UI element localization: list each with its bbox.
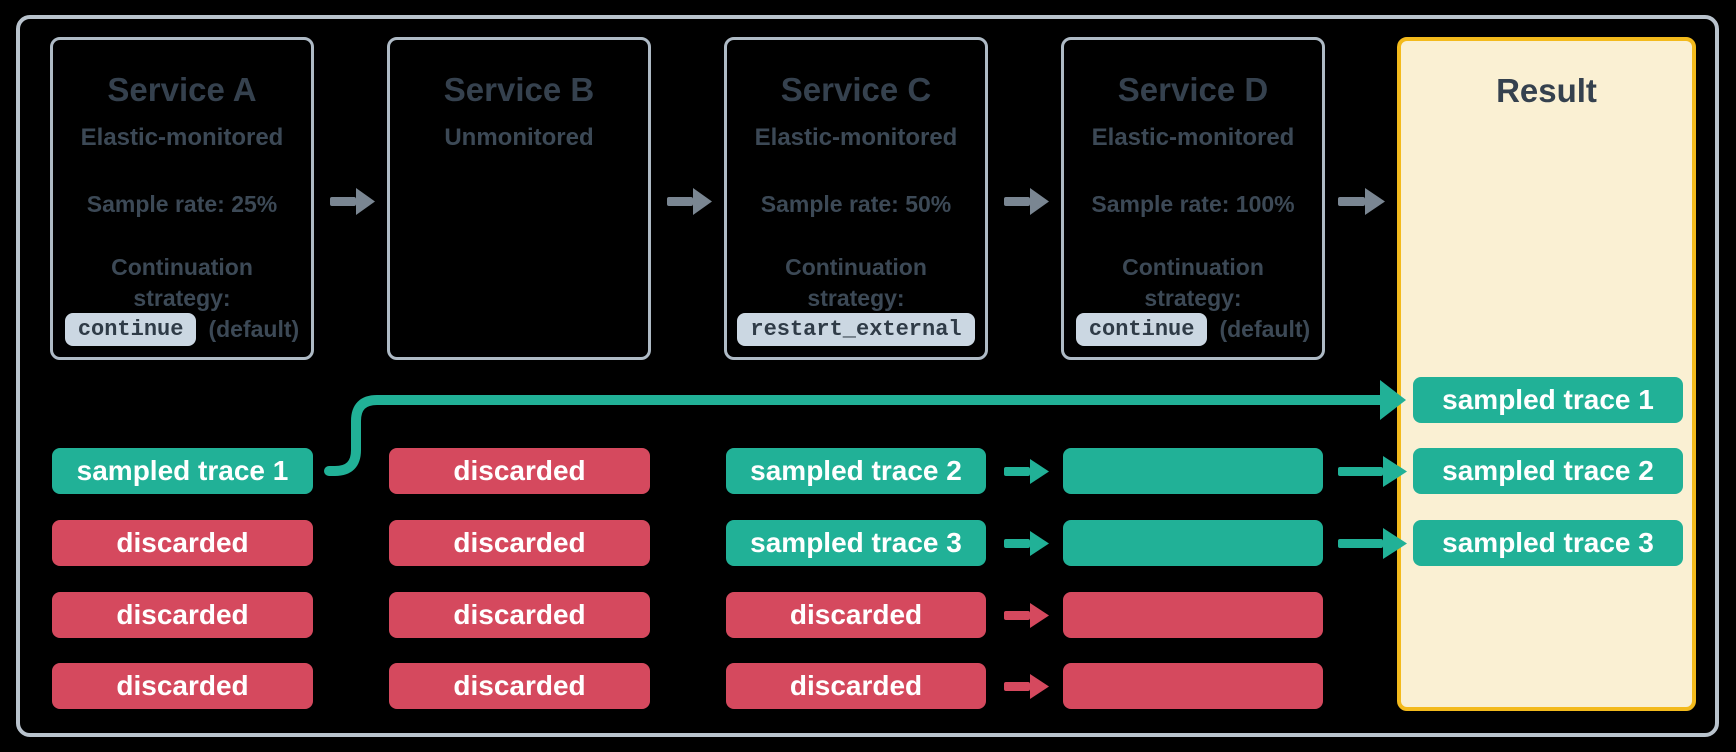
trace-pill-b-discarded: discarded xyxy=(389,520,650,566)
trace-pill-c-discarded: discarded xyxy=(726,663,986,709)
trace-pill-c-sampled-3: sampled trace 3 xyxy=(726,520,986,566)
trace-pill-c-sampled-2: sampled trace 2 xyxy=(726,448,986,494)
trace-pill-a-discarded: discarded xyxy=(52,663,313,709)
trace-pill-d-discarded xyxy=(1063,663,1323,709)
service-b-box: Service B Unmonitored xyxy=(387,37,651,360)
service-c-subtitle: Elastic-monitored xyxy=(754,124,958,151)
service-c-sample-rate: Sample rate: 50% xyxy=(760,191,952,217)
service-d-sample-rate: Sample rate: 100% xyxy=(1091,191,1295,217)
trace-pill-b-discarded: discarded xyxy=(389,592,650,638)
service-a-strategy-code: continue xyxy=(64,313,197,346)
result-pill-sampled-2: sampled trace 2 xyxy=(1413,448,1683,494)
trace-pill-d-discarded xyxy=(1063,592,1323,638)
service-d-strategy-code: continue xyxy=(1075,313,1208,346)
result-title: Result xyxy=(1496,72,1597,109)
service-c-continuation-label: Continuation strategy: xyxy=(785,254,927,311)
trace-pill-b-discarded: discarded xyxy=(389,663,650,709)
service-a-subtitle: Elastic-monitored xyxy=(80,124,284,151)
service-d-box: Service D Elastic-monitored Sample rate:… xyxy=(1061,37,1325,360)
diagram-frame xyxy=(16,15,1719,737)
service-d-strategy-row: continue (default) xyxy=(1064,313,1322,346)
result-pill-sampled-1: sampled trace 1 xyxy=(1413,377,1683,423)
service-b-subtitle: Unmonitored xyxy=(444,124,594,151)
trace-pill-b-discarded: discarded xyxy=(389,448,650,494)
service-a-sample-rate: Sample rate: 25% xyxy=(86,191,278,217)
service-a-box: Service A Elastic-monitored Sample rate:… xyxy=(50,37,314,360)
service-a-strategy-row: continue (default) xyxy=(53,313,311,346)
service-b-title: Service B xyxy=(443,71,595,108)
trace-pill-c-discarded: discarded xyxy=(726,592,986,638)
result-pill-sampled-3: sampled trace 3 xyxy=(1413,520,1683,566)
service-d-subtitle: Elastic-monitored xyxy=(1091,124,1295,151)
service-a-title: Service A xyxy=(107,71,257,108)
trace-pill-a-discarded: discarded xyxy=(52,520,313,566)
service-d-continuation-label: Continuation strategy: xyxy=(1122,254,1264,311)
trace-pill-a-discarded: discarded xyxy=(52,592,313,638)
trace-pill-a-sampled-1: sampled trace 1 xyxy=(52,448,313,494)
result-box: Result xyxy=(1397,37,1696,711)
service-a-strategy-suffix: (default) xyxy=(208,316,300,342)
service-c-strategy-row: restart_external xyxy=(727,313,985,346)
service-c-strategy-code: restart_external xyxy=(737,313,975,346)
service-d-title: Service D xyxy=(1117,71,1269,108)
trace-pill-d-sampled xyxy=(1063,520,1323,566)
trace-pill-d-sampled xyxy=(1063,448,1323,494)
service-d-strategy-suffix: (default) xyxy=(1219,316,1311,342)
service-c-box: Service C Elastic-monitored Sample rate:… xyxy=(724,37,988,360)
service-c-title: Service C xyxy=(780,71,932,108)
service-a-continuation-label: Continuation strategy: xyxy=(111,254,253,311)
